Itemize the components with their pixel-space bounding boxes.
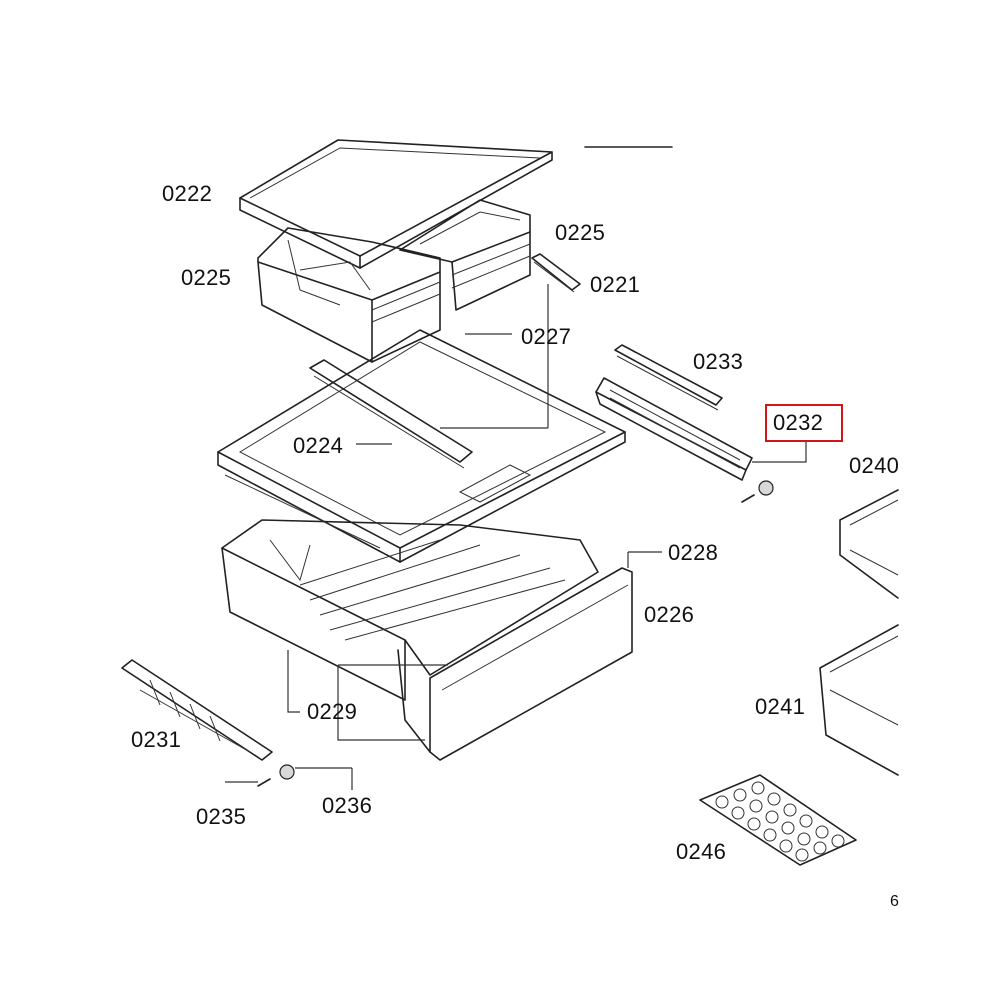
- part-0240-drawer[interactable]: [839, 489, 899, 599]
- part-0231-rail[interactable]: [121, 659, 273, 761]
- part-0246-egg-tray[interactable]: [699, 774, 857, 866]
- label-0226: 0226: [644, 602, 695, 627]
- part-0221-rail[interactable]: [531, 253, 581, 293]
- part-0224-rail[interactable]: [309, 359, 473, 469]
- leader-lines: [225, 284, 807, 790]
- part-0222-glass-shelf[interactable]: [239, 139, 553, 269]
- part-0228-drawer-front[interactable]: [397, 567, 633, 761]
- part-0235-pin[interactable]: [257, 778, 271, 787]
- part-0232-rail-holder[interactable]: [595, 377, 774, 503]
- label-0224: 0224: [293, 433, 344, 458]
- label-0233: 0233: [693, 349, 744, 374]
- part-0241-drawer[interactable]: [819, 624, 899, 776]
- part-0236-roller[interactable]: [279, 764, 295, 780]
- label-0235: 0235: [196, 804, 247, 829]
- part-0227-glass-shelf[interactable]: [217, 329, 626, 563]
- label-0231: 0231: [131, 727, 182, 752]
- label-0240: 0240: [849, 455, 899, 477]
- part-0225-crisper-right[interactable]: [399, 199, 531, 311]
- label-0225-right: 0225: [555, 220, 606, 245]
- label-0221: 0221: [590, 272, 641, 297]
- label-0229: 0229: [307, 699, 358, 724]
- label-0246: 0246: [676, 839, 727, 864]
- corner-mark: 6: [890, 894, 900, 910]
- part-0226-freezer-drawer[interactable]: [221, 519, 599, 701]
- part-0233-rail[interactable]: [614, 344, 723, 411]
- part-0225-crisper-left[interactable]: [257, 227, 441, 363]
- label-0228: 0228: [668, 540, 719, 565]
- label-0225-left: 0225: [181, 265, 232, 290]
- label-0222: 0222: [162, 181, 213, 206]
- label-0232: 0232: [773, 410, 824, 435]
- label-0227: 0227: [521, 324, 572, 349]
- highlight-box: [765, 404, 843, 442]
- label-0241: 0241: [755, 694, 806, 719]
- label-0236: 0236: [322, 793, 373, 818]
